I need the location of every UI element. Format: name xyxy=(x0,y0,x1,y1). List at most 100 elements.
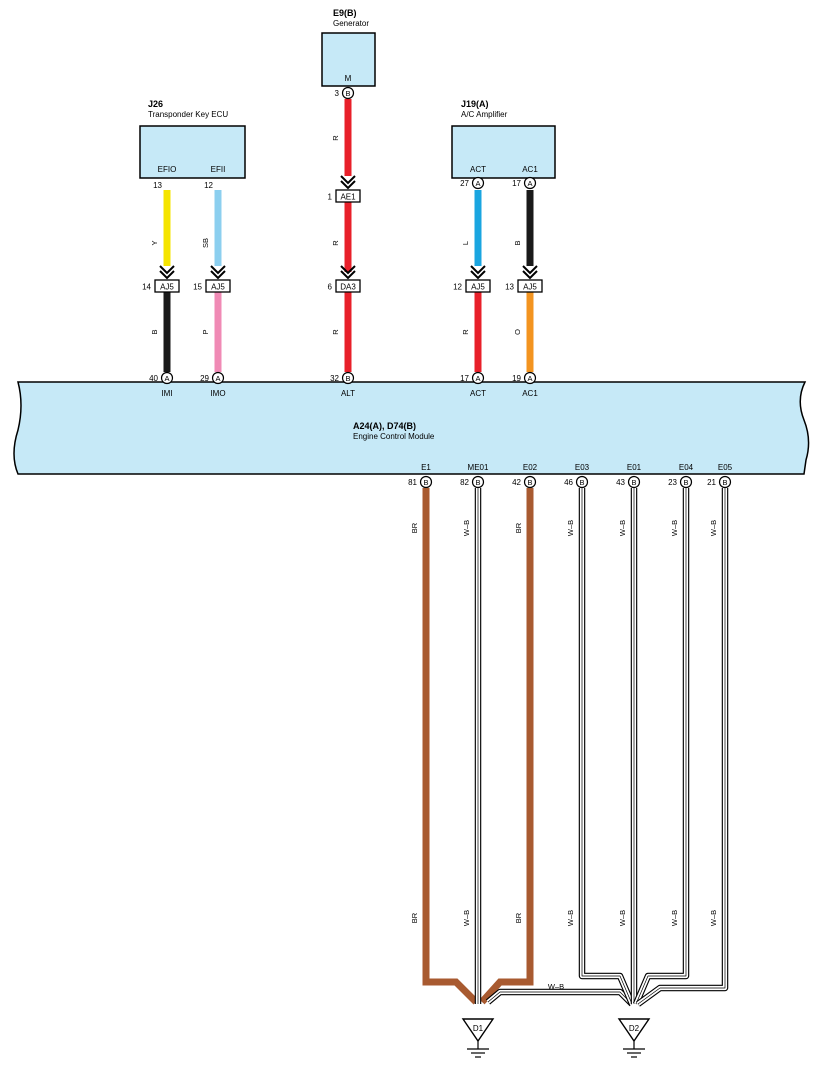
wire-label-wb-top: W–B xyxy=(670,520,679,536)
svg-text:6: 6 xyxy=(328,283,333,292)
wire-label-wb-bot: W–B xyxy=(670,910,679,926)
ecm-code: A24(A), D74(B) xyxy=(353,421,416,431)
svg-text:17: 17 xyxy=(512,179,521,188)
svg-text:A: A xyxy=(475,374,480,383)
transponder-box xyxy=(139,125,246,179)
svg-text:42: 42 xyxy=(512,478,521,487)
wire-label-r-alt2: R xyxy=(331,240,340,246)
pin-j19-17: 17 A xyxy=(512,176,537,190)
wire-e02-br xyxy=(479,488,534,1005)
pin-j26-12: 12 xyxy=(204,181,213,190)
ac-amp-name: A/C Amplifier xyxy=(461,110,508,119)
svg-text:27: 27 xyxy=(460,179,469,188)
pin-gen-3: 3 B xyxy=(335,86,355,100)
wire-label-b-ac1: B xyxy=(513,240,522,245)
svg-text:12: 12 xyxy=(453,283,462,292)
svg-text:A: A xyxy=(527,374,532,383)
svg-text:A: A xyxy=(475,179,480,188)
svg-text:B: B xyxy=(683,478,688,487)
ground-d1: D1 xyxy=(461,1018,495,1058)
svg-text:D2: D2 xyxy=(629,1024,640,1033)
svg-text:AJ5: AJ5 xyxy=(211,283,225,292)
svg-text:DA3: DA3 xyxy=(340,283,356,292)
transponder-code: J26 xyxy=(148,99,163,109)
wire-label-wb-bus: W–B xyxy=(548,982,564,991)
wire-e03-wb xyxy=(578,488,635,1006)
svg-text:E02: E02 xyxy=(523,463,538,472)
svg-text:AJ5: AJ5 xyxy=(471,283,485,292)
ecm-name: Engine Control Module xyxy=(353,432,435,441)
ground-points: D1 D2 xyxy=(461,1018,651,1058)
wire-label-b-imi: B xyxy=(150,329,159,334)
svg-text:17: 17 xyxy=(460,374,469,383)
wire-label-wb-bot: W–B xyxy=(709,910,718,926)
generator-pin-label: M xyxy=(345,74,352,83)
wb-ground-wires: W–BW–BW–BW–BW–BW–BW–BW–BW–BW–B xyxy=(462,488,729,1007)
wire-label-wb-bot: W–B xyxy=(566,910,575,926)
svg-text:E1: E1 xyxy=(421,463,431,472)
svg-text:D1: D1 xyxy=(473,1024,484,1033)
wire-label-wb-top: W–B xyxy=(566,520,575,536)
ecm-box xyxy=(13,381,810,475)
pin-j19-27: 27 A xyxy=(460,176,485,190)
svg-text:82: 82 xyxy=(460,478,469,487)
junction-da3-6: DA3 6 xyxy=(328,265,361,293)
generator-box xyxy=(321,32,376,87)
wire-label-r-act: R xyxy=(461,329,470,335)
pin-j26-13: 13 xyxy=(153,181,162,190)
svg-text:B: B xyxy=(631,478,636,487)
svg-text:A: A xyxy=(215,374,220,383)
transponder-name: Transponder Key ECU xyxy=(148,110,228,119)
svg-text:43: 43 xyxy=(616,478,625,487)
wire-e04-wb xyxy=(633,488,690,1006)
generator-code: E9(B) xyxy=(333,8,357,18)
wire-label-wb-bot: W–B xyxy=(462,910,471,926)
wire-label-y: Y xyxy=(150,240,159,245)
svg-text:E05: E05 xyxy=(718,463,733,472)
wire-label-br-e1-bot: BR xyxy=(410,912,419,923)
wire-label-br-e02-bot: BR xyxy=(514,912,523,923)
svg-text:29: 29 xyxy=(200,374,209,383)
wire-label-o: O xyxy=(513,329,522,335)
ac-amp-pin-ac1: AC1 xyxy=(522,165,538,174)
junction-aj5-12: AJ5 12 xyxy=(453,265,491,293)
svg-text:AE1: AE1 xyxy=(340,193,356,202)
svg-text:ACT: ACT xyxy=(470,389,486,398)
wire-label-wb-top: W–B xyxy=(618,520,627,536)
svg-text:A: A xyxy=(527,179,532,188)
svg-text:IMI: IMI xyxy=(161,389,172,398)
wire-label-l: L xyxy=(461,241,470,245)
svg-text:B: B xyxy=(423,478,428,487)
svg-text:12: 12 xyxy=(204,181,213,190)
svg-text:B: B xyxy=(345,89,350,98)
ac-amp-code: J19(A) xyxy=(461,99,489,109)
svg-text:13: 13 xyxy=(505,283,514,292)
svg-text:A: A xyxy=(164,374,169,383)
svg-text:E04: E04 xyxy=(679,463,694,472)
svg-text:81: 81 xyxy=(408,478,417,487)
svg-text:AC1: AC1 xyxy=(522,389,538,398)
wire-label-wb-bot: W–B xyxy=(618,910,627,926)
ac-amp-pin-act: ACT xyxy=(470,165,486,174)
wire-label-r-alt3: R xyxy=(331,329,340,335)
svg-text:E01: E01 xyxy=(627,463,642,472)
svg-text:B: B xyxy=(475,478,480,487)
transponder-pin-efii: EFII xyxy=(211,165,226,174)
wire-label-p: P xyxy=(201,329,210,334)
